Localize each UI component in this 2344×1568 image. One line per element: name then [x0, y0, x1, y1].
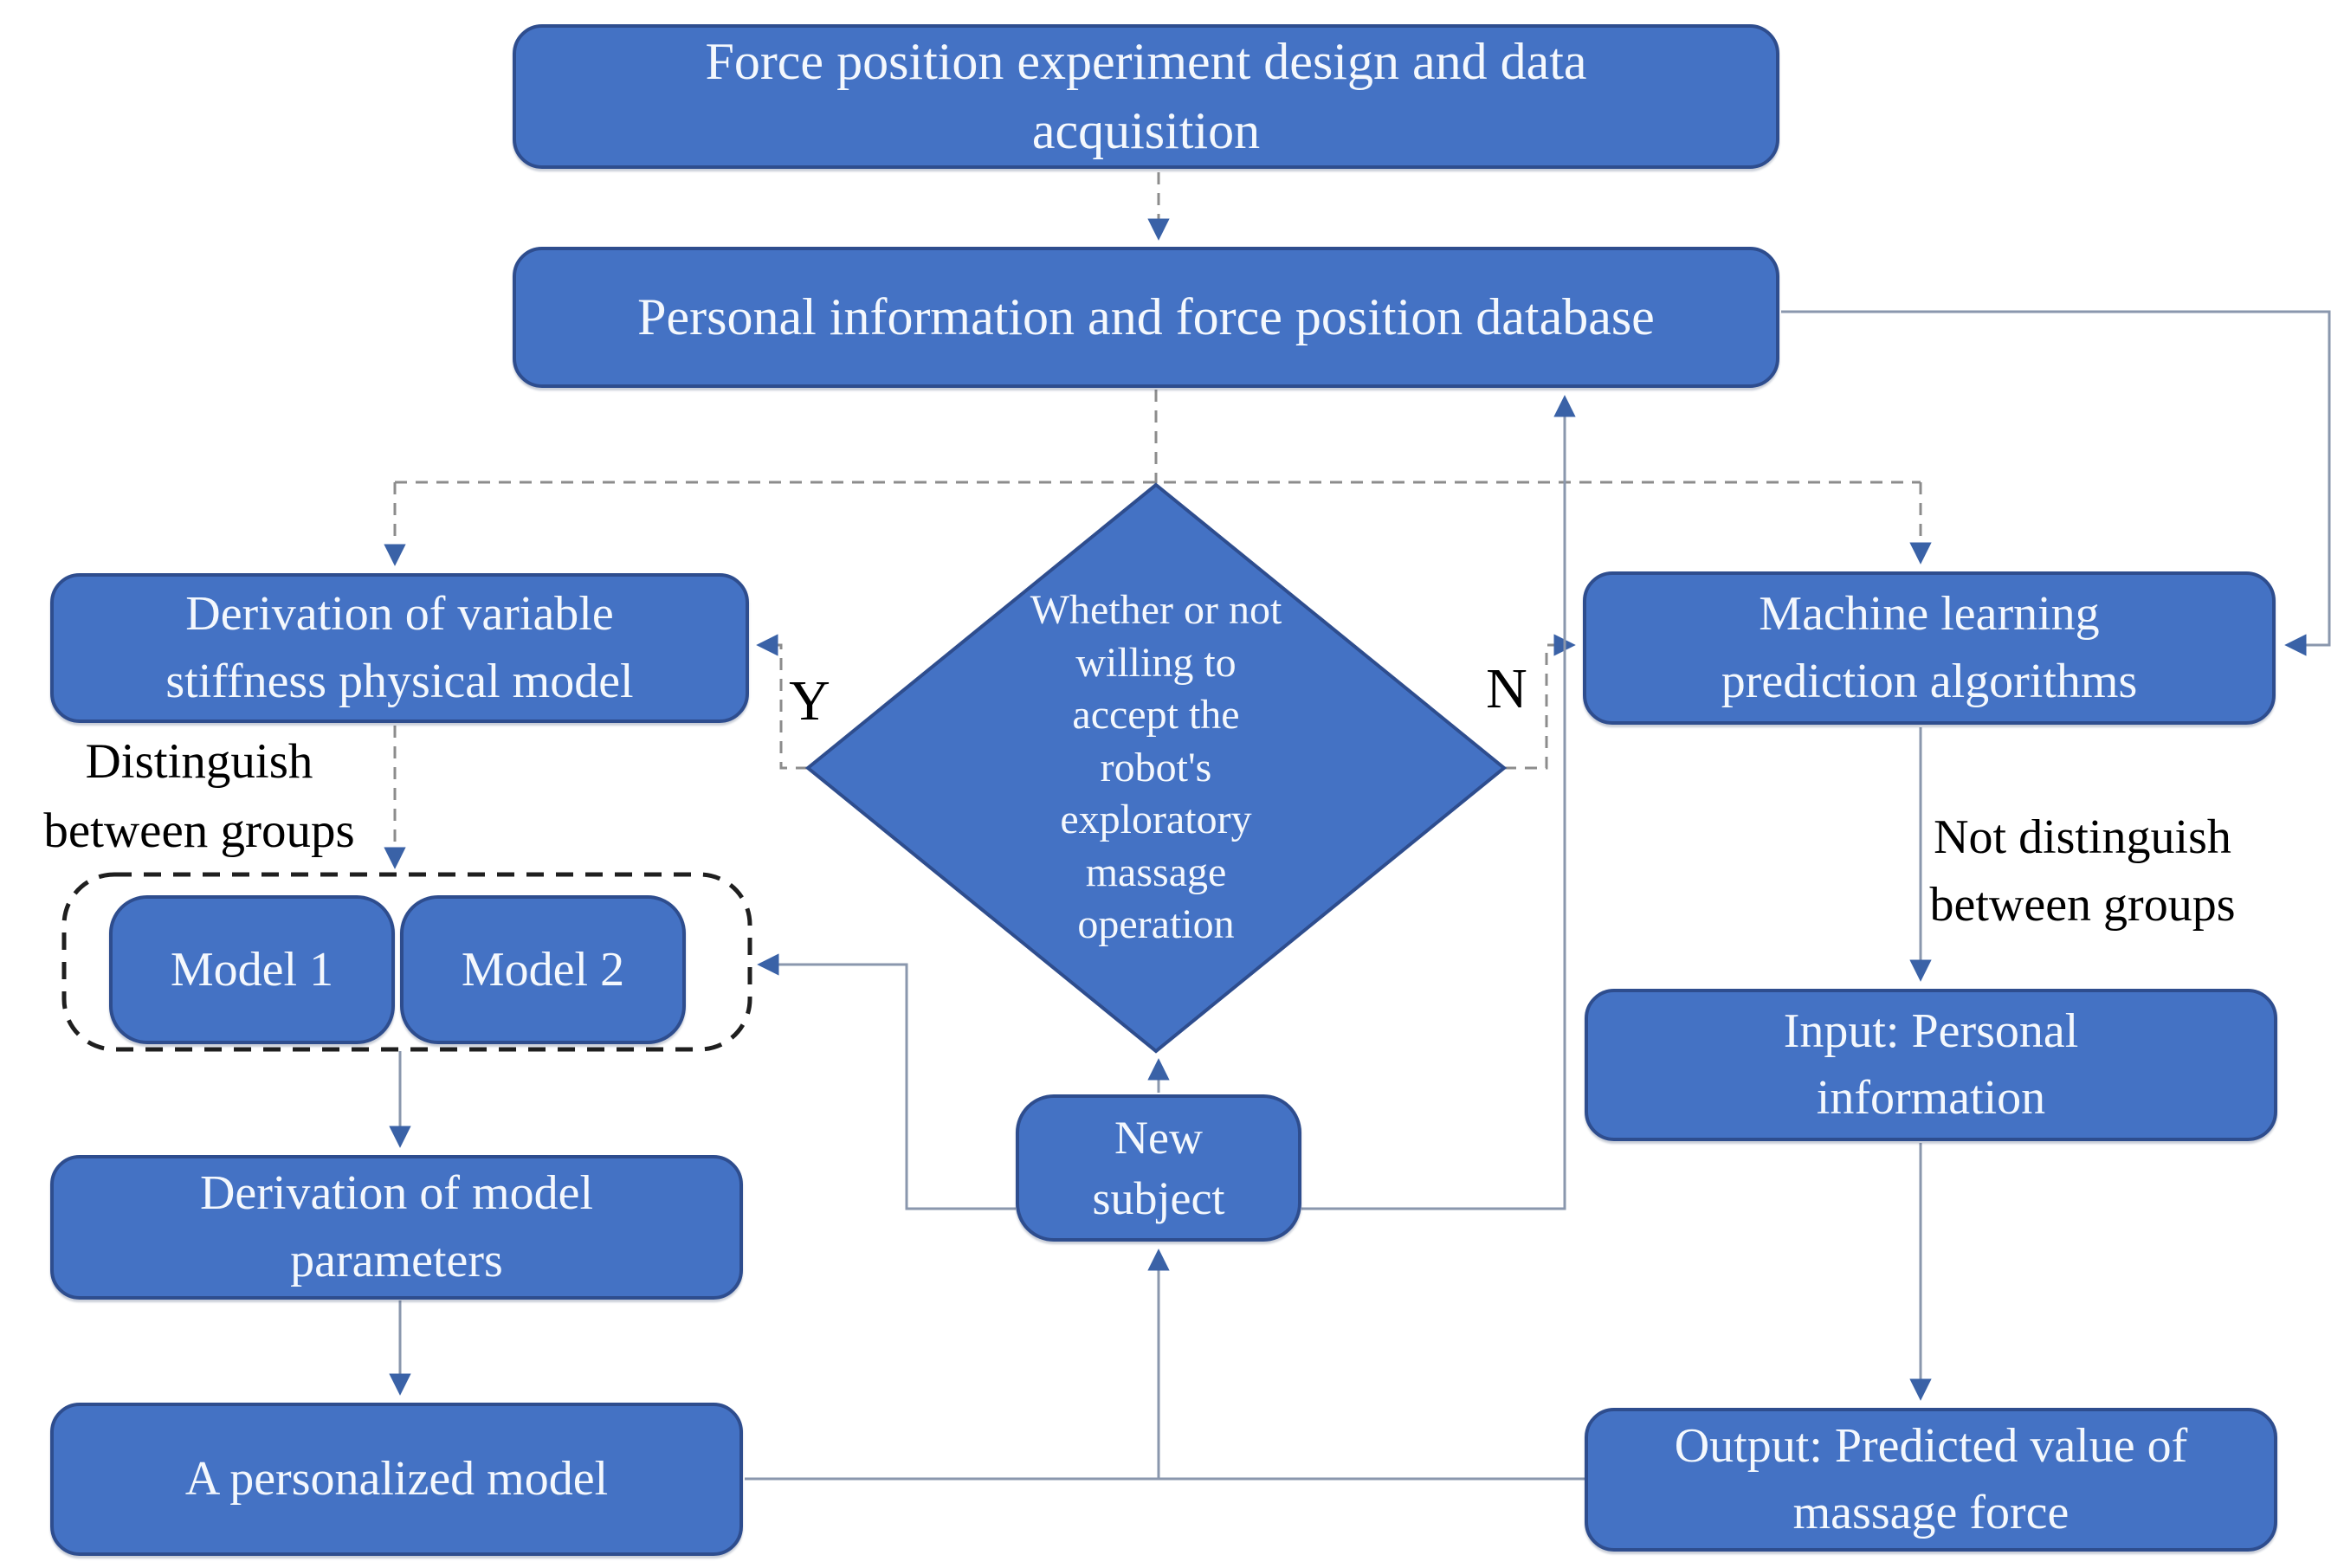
edge-new-subject-to-database — [1301, 395, 1576, 1210]
label-distinguish-between-groups: Distinguish between groups — [43, 734, 355, 858]
model-group-outline — [61, 872, 752, 1052]
label-yes-branch: Y — [789, 669, 830, 732]
label-not-distinguish-between-groups: Not distinguish between groups — [1929, 810, 2236, 932]
node-input-personal-info: Input: Personal information — [1585, 989, 2277, 1141]
edge-new-subject-to-models — [757, 953, 1016, 1210]
node-experiment-design: Force position experiment design and dat… — [513, 24, 1779, 169]
node-model-2: Model 2 — [400, 895, 686, 1044]
node-personalized-model: A personalized model — [50, 1403, 743, 1556]
edge-database-to-ml-feedback — [1781, 310, 2331, 656]
node-output-predicted-force: Output: Predicted value of massage force — [1585, 1408, 2277, 1552]
node-physical-model: Derivation of variable stiffness physica… — [50, 573, 749, 723]
edge-decision-no — [1504, 634, 1576, 770]
node-model-1: Model 1 — [109, 895, 395, 1044]
edge-decision-yes — [756, 634, 808, 770]
node-model-parameters: Derivation of model parameters — [50, 1155, 743, 1300]
label-no-branch: N — [1486, 657, 1527, 720]
node-new-subject: New subject — [1016, 1094, 1301, 1242]
node-database: Personal information and force position … — [513, 247, 1779, 388]
decision-diamond — [804, 482, 1508, 1054]
node-ml-algorithms: Machine learning prediction algorithms — [1583, 571, 2276, 725]
decision-diamond-label: Whether or not willing to accept the rob… — [1030, 587, 1282, 948]
